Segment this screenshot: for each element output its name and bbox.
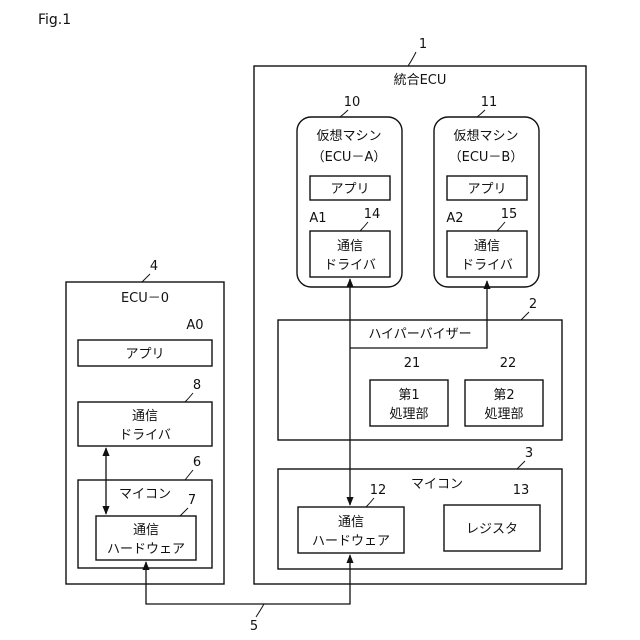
app1-ref: A1: [309, 211, 326, 226]
comm-hw0-line2: ハードウェア: [107, 542, 185, 557]
micon-main-label: マイコン: [411, 477, 463, 492]
bus-ref: 5: [250, 619, 258, 634]
hypervisor-label: ハイパーバイザー: [368, 327, 471, 342]
vm1-ref: 10: [344, 95, 361, 110]
vm1-line2: （ECU－A）: [312, 150, 387, 165]
register-label: レジスタ: [466, 522, 518, 537]
driver0-line1: 通信: [132, 409, 158, 424]
proc1-ref: 21: [404, 356, 421, 371]
vm2-line2: （ECU－B）: [449, 150, 524, 165]
micon0-label: マイコン: [119, 487, 171, 502]
vm1-line1: 仮想マシン: [316, 128, 381, 144]
hypervisor-ref: 2: [529, 297, 537, 312]
driver2-line1: 通信: [474, 239, 500, 254]
ecu0-title: ECU－0: [121, 291, 169, 306]
vm2-line1: 仮想マシン: [453, 128, 518, 144]
app2-ref: A2: [446, 211, 463, 226]
app2-label: アプリ: [467, 182, 506, 197]
micon0-ref: 6: [193, 455, 201, 470]
driver1-ref: 14: [364, 207, 381, 222]
driver1-line1: 通信: [337, 239, 363, 254]
driver0-line2: ドライバ: [119, 428, 171, 443]
comm-hw-main-line2: ハードウェア: [312, 534, 390, 549]
comm-hw-main-ref: 12: [370, 483, 387, 498]
register-ref: 13: [513, 483, 530, 498]
proc1-line1: 第1: [398, 388, 419, 403]
proc2-line2: 処理部: [484, 407, 523, 422]
vm2-ref: 11: [481, 95, 498, 110]
comm-hw-main-line1: 通信: [338, 515, 364, 530]
comm-hw0-line1: 通信: [133, 523, 159, 538]
driver2-line2: ドライバ: [461, 258, 513, 273]
integrated-ecu-title: 統合ECU: [394, 73, 447, 88]
integrated-ecu-ref: 1: [419, 37, 427, 52]
micon-main-ref: 3: [525, 446, 533, 461]
proc2-ref: 22: [500, 356, 517, 371]
app0-ref: A0: [186, 318, 203, 333]
proc1-line2: 処理部: [389, 407, 428, 422]
figure-label: Fig.1: [38, 12, 71, 28]
proc2-line1: 第2: [493, 388, 514, 403]
ecu0-ref: 4: [150, 259, 158, 274]
app1-label: アプリ: [330, 182, 369, 197]
app0-label: アプリ: [125, 347, 164, 362]
driver2-ref: 15: [501, 207, 518, 222]
comm-hw0-ref: 7: [188, 493, 196, 508]
driver0-ref: 8: [193, 378, 201, 393]
driver1-line2: ドライバ: [324, 258, 376, 273]
